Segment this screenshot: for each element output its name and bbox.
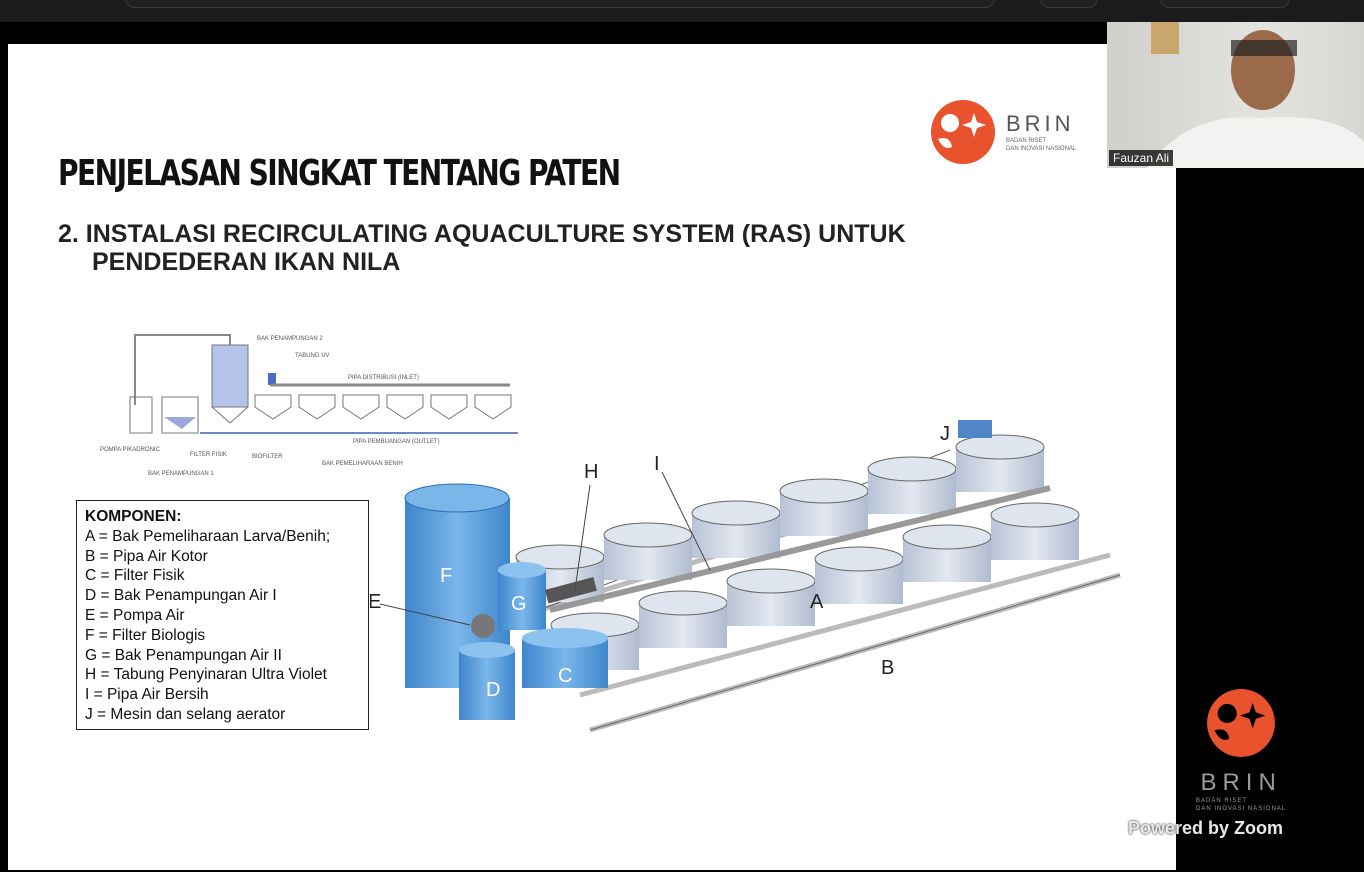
- label-d: D: [486, 679, 500, 701]
- participant-video[interactable]: Fauzan Ali: [1107, 22, 1364, 168]
- schematic-label: BAK PENAMPUNGAN 1: [148, 471, 214, 477]
- schematic-label: FILTER FISIK: [190, 452, 227, 458]
- subtitle-line-1: 2. INSTALASI RECIRCULATING AQUACULTURE S…: [58, 220, 906, 248]
- legend-item: A = Bak Pemeliharaan Larva/Benih;: [85, 527, 331, 545]
- watermark-logo-text: BRIN: [1200, 769, 1282, 796]
- label-j: J: [940, 423, 950, 445]
- rearing-tank-top: [990, 502, 1080, 528]
- toolbar-pill[interactable]: [125, 0, 995, 8]
- toolbar-button[interactable]: [1040, 0, 1098, 8]
- schematic-label: BIOFILTER: [252, 454, 283, 460]
- label-g: G: [511, 593, 527, 615]
- schematic-label: BAK PENAMPUNGAN 2: [257, 336, 323, 342]
- schematic-label: PIPA DISTRIBUSI (INLET): [348, 375, 419, 381]
- toolbar-button[interactable]: [1160, 0, 1290, 8]
- label-e: E: [370, 591, 381, 613]
- legend-item: B = Pipa Air Kotor: [85, 547, 208, 565]
- schematic-label: TABUNG UV: [295, 353, 330, 359]
- label-c: C: [558, 665, 572, 687]
- legend-item: E = Pompa Air: [85, 606, 185, 624]
- rearing-tank-top: [603, 522, 693, 548]
- schematic-label: BAK PEMELIHARAAN BENIH: [322, 461, 403, 467]
- brin-emblem-icon: [1207, 689, 1276, 757]
- label-h: H: [584, 461, 598, 483]
- brin-tagline-2: DAN INOVASI NASIONAL: [1006, 146, 1077, 152]
- label-f: F: [440, 565, 452, 587]
- rearing-tank-top: [726, 568, 816, 594]
- legend-item: I = Pipa Air Bersih: [85, 686, 209, 704]
- rearing-tank-top: [814, 546, 904, 572]
- rearing-tank-top: [691, 500, 781, 526]
- legend-item: G = Bak Penampungan Air II: [85, 646, 282, 664]
- legend-item: D = Bak Penampungan Air I: [85, 587, 277, 605]
- rearing-tank-top: [955, 434, 1045, 460]
- label-b: B: [881, 657, 894, 679]
- ras-schematic: BAK PENAMPUNGAN 2 TABUNG UV PIPA DISTRIB…: [100, 334, 518, 477]
- components-legend: KOMPONEN: A = Bak Pemeliharaan Larva/Ben…: [76, 500, 369, 730]
- legend-item: F = Filter Biologis: [85, 626, 206, 644]
- participant-name: Fauzan Ali: [1109, 150, 1174, 166]
- watermark-tagline-2: DAN INOVASI NASIONAL: [1196, 806, 1287, 812]
- brin-tagline-1: BADAN RISET: [1006, 138, 1047, 144]
- schematic-label: POMPA PIKADRONIC: [100, 447, 161, 453]
- powered-by-zoom: Powered by Zoom: [1128, 818, 1284, 838]
- ras-3d-diagram: F G E D C H I A B J: [370, 420, 1121, 733]
- watermark-tagline-1: BADAN RISET: [1196, 798, 1248, 804]
- slide-title: PENJELASAN SINGKAT TENTANG PATEN: [58, 153, 621, 194]
- rearing-tank-top: [902, 524, 992, 550]
- brin-watermark: BRIN BADAN RISET DAN INOVASI NASIONAL: [1196, 688, 1286, 813]
- participant-figure-icon: [1147, 22, 1364, 168]
- legend-heading: KOMPONEN:: [85, 508, 182, 525]
- legend-item: H = Tabung Penyinaran Ultra Violet: [85, 666, 327, 684]
- rearing-tank-top: [779, 478, 869, 504]
- subtitle-line-2: PENDEDERAN IKAN NILA: [92, 248, 401, 276]
- brin-logo-text: BRIN: [1006, 111, 1075, 136]
- legend-item: J = Mesin dan selang aerator: [85, 705, 286, 723]
- brin-emblem-icon: [931, 100, 995, 164]
- label-a: A: [810, 591, 824, 613]
- label-i: I: [654, 453, 660, 475]
- legend-item: C = Filter Fisik: [85, 567, 185, 585]
- brin-logo: BRIN BADAN RISET DAN INOVASI NASIONAL: [930, 99, 1076, 165]
- rearing-tank-top: [867, 456, 957, 482]
- zoom-top-toolbar: [0, 0, 1364, 22]
- slide-subtitle: 2. INSTALASI RECIRCULATING AQUACULTURE S…: [58, 220, 906, 276]
- schematic-label: PIPA PEMBUANGAN (OUTLET): [353, 439, 440, 445]
- rearing-tank-top: [638, 590, 728, 616]
